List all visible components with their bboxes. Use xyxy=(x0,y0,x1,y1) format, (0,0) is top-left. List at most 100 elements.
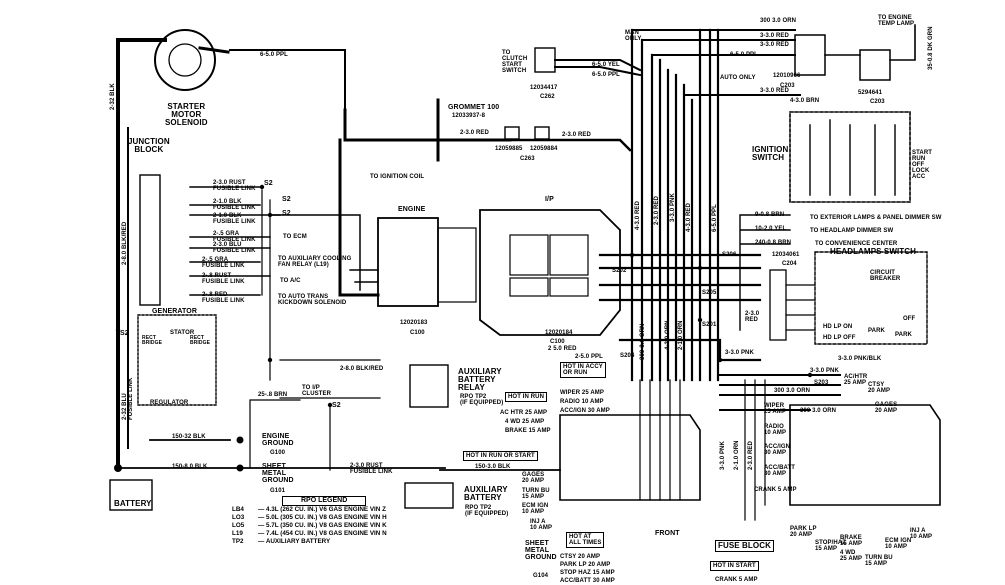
c263-part-b: 12059884 xyxy=(530,146,558,152)
wire-label: 3-3.0 RED xyxy=(760,42,789,48)
clutch-switch-label: TO CLUTCH START SWITCH xyxy=(502,50,528,74)
aux-relay-note: RPO TP2 (IF EQUIPPED) xyxy=(460,394,504,406)
headlamp-position-3: PARK xyxy=(868,328,885,334)
fuse-label: PARK LP 20 AMP xyxy=(560,562,611,568)
legend-text: — 7.4L (454 CU. IN.) V8 GAS ENGINE VIN N xyxy=(258,530,387,538)
fuse-label: PARK LP 20 AMP xyxy=(790,526,817,538)
fuse-label: ACC/BATT 30 AMP xyxy=(560,578,615,584)
wire-label: TO I/P CLUSTER xyxy=(302,385,332,397)
wire-label: TO ENGINE TEMP LAMP xyxy=(878,15,915,27)
wire-label: 2-1.0 BLK FUSIBLE LINK xyxy=(213,199,256,211)
stator-label: STATOR xyxy=(170,330,195,336)
trunk-wire-label: 4-3.0 ORN xyxy=(665,320,671,350)
switch-positions-label: START RUN OFF LOCK ACC xyxy=(912,150,933,180)
legend-text: — 5.7L (350 CU. IN.) V8 GAS ENGINE VIN K xyxy=(258,522,387,530)
fuse-label: BRAKE 15 AMP xyxy=(505,428,551,434)
wire-label: 35-0.8 DK GRN xyxy=(928,26,934,70)
trunk-wire-label: 4-3.0 RED xyxy=(686,203,692,232)
ip-part: 12020184 xyxy=(545,330,573,336)
splice-label: S204 xyxy=(620,353,635,359)
fuse-label: INJ A 10 AMP xyxy=(530,519,553,531)
legend-text: — AUXILIARY BATTERY xyxy=(258,538,331,546)
splice-label: S206 xyxy=(722,252,737,258)
fuse-label: ACC/IGN 30 AMP xyxy=(560,408,610,414)
splice-label: S2 xyxy=(120,330,129,337)
fuse-label: TURN BU 15 AMP xyxy=(865,555,893,567)
wire-label: 2 5.0 RED xyxy=(548,346,577,352)
wire-label: 300 3.0 ORN xyxy=(800,408,837,414)
splice-label: S2 xyxy=(264,180,273,187)
wire-label: 2-8.0 BLK/RED xyxy=(122,221,128,265)
wire-label: TO AUTO TRANS KICKDOWN SOLENOID xyxy=(278,294,347,306)
starter-motor-solenoid-label: STARTER MOTOR SOLENOID xyxy=(165,102,208,127)
legend-code: LO5 xyxy=(232,522,245,530)
trunk-wire-label: 3-3.0 PNK xyxy=(720,441,726,470)
wire-label: 2-3.0 RUST FUSIBLE LINK xyxy=(213,180,256,192)
fuse-label: CTSY 20 AMP xyxy=(560,554,601,560)
c203-part: 12010966 xyxy=(773,73,801,79)
fuse-label: GAGES 20 AMP xyxy=(875,402,898,414)
wire-label: 2-.5 GRA FUSIBLE LINK xyxy=(213,231,256,243)
wire-label: TO EXTERIOR LAMPS & PANEL DIMMER SW xyxy=(810,215,942,221)
wire-label: 150-8.0 BLK xyxy=(172,464,208,470)
legend-row: L19— 7.4L (454 CU. IN.) V8 GAS ENGINE VI… xyxy=(232,530,412,538)
legend-code: TP2 xyxy=(232,538,244,546)
wire-label: 2-5.0 PPL xyxy=(575,354,603,360)
wire-label: 2-3.0 RUST FUSIBLE LINK xyxy=(350,463,393,475)
c263-label: C263 xyxy=(520,156,535,162)
c203-label: C203 xyxy=(780,83,795,89)
splice-label: S205 xyxy=(702,290,717,296)
engine-ground-label: ENGINE GROUND xyxy=(262,433,294,447)
c262-part: 12034417 xyxy=(530,85,558,91)
wire-label: 6-5.0 PPL xyxy=(592,72,620,78)
fuse-label: ACC/BATT 30 AMP xyxy=(764,465,796,477)
wire-label: 2-3.0 RED xyxy=(562,132,591,138)
ip-connector: C100 xyxy=(550,339,565,345)
c203b-label: C203 xyxy=(870,99,885,105)
hot-at-all-times-callout: HOT AT ALL TIMES xyxy=(566,532,605,548)
c263-part-a: 12059885 xyxy=(495,146,523,152)
legend-code: LO3 xyxy=(232,514,245,522)
fuse-label: AC HTR 25 AMP xyxy=(500,410,548,416)
fuse-label: GAGES 20 AMP xyxy=(522,472,545,484)
trunk-wire-label: 3-3.0 PNK xyxy=(670,193,676,222)
grommet-part: 12033937-8 xyxy=(452,113,486,119)
sheet-metal-ground-2-code: G104 xyxy=(533,573,549,579)
wire-label: 2-.5 GRA FUSIBLE LINK xyxy=(202,257,245,269)
hot-in-run-callout: HOT IN RUN xyxy=(505,392,547,402)
fuse-block-label: FUSE BLOCK xyxy=(715,540,774,552)
wire-label: 2-.8 RED FUSIBLE LINK xyxy=(202,292,245,304)
fuse-label: CRANK 5 AMP xyxy=(715,577,758,583)
legend-row: LB4— 4.3L (262 CU. IN.) V6 GAS ENGINE VI… xyxy=(232,506,412,514)
hot-in-start-callout: HOT IN START xyxy=(710,561,759,571)
legend-row: TP2 — AUXILIARY BATTERY xyxy=(232,538,412,546)
headlamp-position-5: OFF xyxy=(903,316,916,322)
headlamp-position-4: PARK xyxy=(895,332,912,338)
trunk-wire-label: 4-3.0 RED xyxy=(635,201,641,230)
headlamp-position-1: HD LP ON xyxy=(823,324,853,330)
wire-label: 3-3.0 PNK xyxy=(810,368,839,374)
wire-label: TO CONVENIENCE CENTER xyxy=(815,241,898,247)
wire-label: 2-3.0 RED xyxy=(745,311,760,323)
wire-label: 3-3.0 RED xyxy=(760,88,789,94)
grommet-label: GROMMET 100 xyxy=(448,104,500,111)
man-only-label: MAN ONLY xyxy=(625,30,642,42)
wire-label: 6-5.0 PPL xyxy=(260,52,288,58)
fuse-label: INJ A 10 AMP xyxy=(910,528,933,540)
wire-label: 25-.8 BRN xyxy=(258,392,288,398)
wire-label: 2-8.0 BLK/RED xyxy=(340,366,384,372)
fuse-label: CTSY 20 AMP xyxy=(868,382,891,394)
fuse-label: AC/HTR 25 AMP xyxy=(844,374,868,386)
wire-label: 3-3.0 PNK xyxy=(725,350,754,356)
rpo-legend: RPO LEGEND LB4— 4.3L (262 CU. IN.) V6 GA… xyxy=(232,496,412,550)
fuse-label: ACC/IGN 30 AMP xyxy=(764,444,791,456)
auto-only-label: AUTO ONLY xyxy=(720,75,756,81)
wire-label: 150-3.0 BLK xyxy=(475,464,511,470)
splice-label: S2 xyxy=(282,196,291,203)
hot-in-accy-callout: HOT IN ACCY OR RUN xyxy=(560,362,606,378)
c100-label: C100 xyxy=(410,330,425,336)
generator-label: GENERATOR xyxy=(152,308,197,315)
c100-part: 12020183 xyxy=(400,320,428,326)
trunk-wire-label: 2-3.0 RED xyxy=(654,196,660,225)
